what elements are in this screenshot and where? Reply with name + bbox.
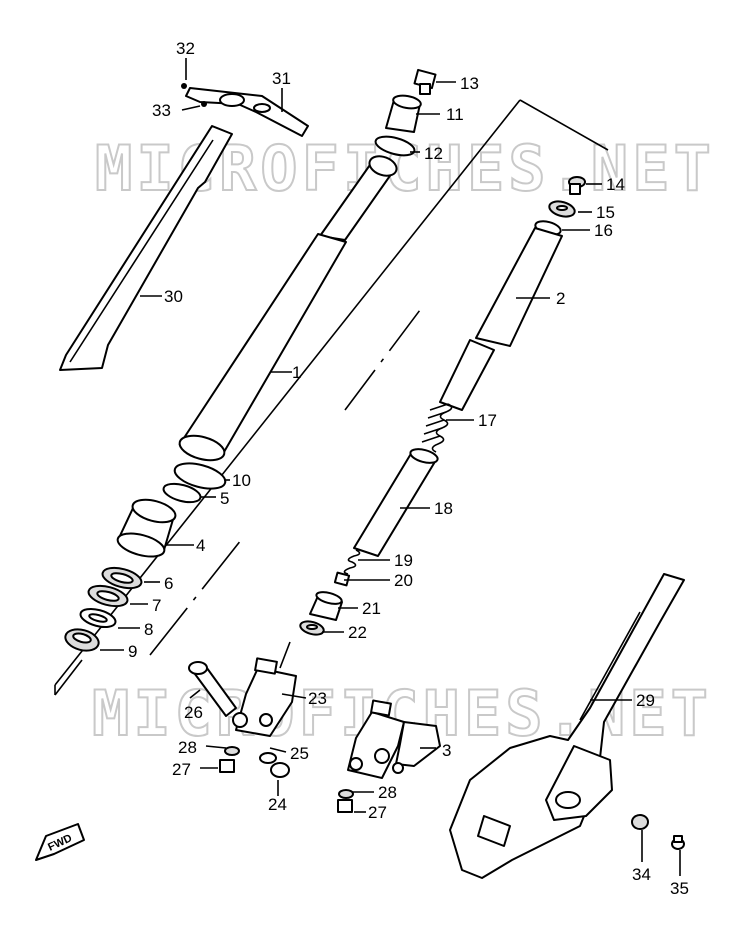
- fork-spring: [421, 403, 453, 453]
- callout-22: 22: [348, 623, 367, 642]
- callout-26: 26: [184, 703, 203, 722]
- outer-fork-tube: [178, 155, 398, 462]
- callout-30: 30: [164, 287, 183, 306]
- screw-35-head: [673, 835, 683, 843]
- callout-5: 5: [220, 489, 229, 508]
- fork-cover-strip: [59, 125, 233, 371]
- callout-labels: 1 2 3 4 5 6 7 8 9 10 11 12 13 14 15 16 1…: [128, 39, 689, 898]
- small-fasteners-left: [219, 746, 290, 778]
- callout-27: 27: [172, 760, 191, 779]
- callout-32: 32: [176, 39, 195, 58]
- callout-7: 7: [152, 596, 161, 615]
- fork-guard: [449, 573, 685, 879]
- callout-17: 17: [478, 411, 497, 430]
- callout-24: 24: [268, 795, 287, 814]
- callout-8: 8: [144, 620, 153, 639]
- callout-20: 20: [394, 571, 413, 590]
- callout-12: 12: [424, 144, 443, 163]
- callout-19: 19: [394, 551, 413, 570]
- fork-cap: [374, 68, 437, 157]
- callout-16: 16: [594, 221, 613, 240]
- callout-35: 35: [670, 879, 689, 898]
- slide-bushing: [116, 498, 177, 558]
- callout-13: 13: [460, 74, 479, 93]
- washer-34: [631, 814, 649, 830]
- axle-holder: [188, 641, 297, 737]
- callout-2: 2: [556, 289, 565, 308]
- callout-27-second: 27: [368, 803, 387, 822]
- callout-34: 34: [632, 865, 651, 884]
- callout-21: 21: [362, 599, 381, 618]
- damper-lower-parts: [299, 549, 361, 636]
- callout-9: 9: [128, 642, 137, 661]
- callout-33: 33: [152, 101, 171, 120]
- callout-3: 3: [442, 741, 451, 760]
- callout-25: 25: [290, 744, 309, 763]
- oil-seal-ring: [173, 462, 227, 490]
- callout-15: 15: [596, 203, 615, 222]
- callout-1: 1: [292, 363, 301, 382]
- callout-18: 18: [434, 499, 453, 518]
- inner-fork-tube: [439, 227, 563, 411]
- damper-rod: [353, 448, 439, 557]
- callout-23: 23: [308, 689, 327, 708]
- callout-4: 4: [196, 536, 205, 555]
- fwd-direction-badge: FWD: [35, 823, 85, 861]
- callout-28: 28: [178, 738, 197, 757]
- right-axle-holder: [337, 699, 441, 813]
- callout-14: 14: [606, 175, 625, 194]
- fork-plate: [181, 83, 309, 137]
- callout-29: 29: [636, 691, 655, 710]
- callout-11: 11: [446, 105, 464, 124]
- callout-31: 31: [272, 69, 291, 88]
- leader-lines: [100, 58, 681, 876]
- retaining-ring: [162, 482, 202, 504]
- callout-10: 10: [232, 471, 251, 490]
- callout-6: 6: [164, 574, 173, 593]
- callout-28-second: 28: [378, 783, 397, 802]
